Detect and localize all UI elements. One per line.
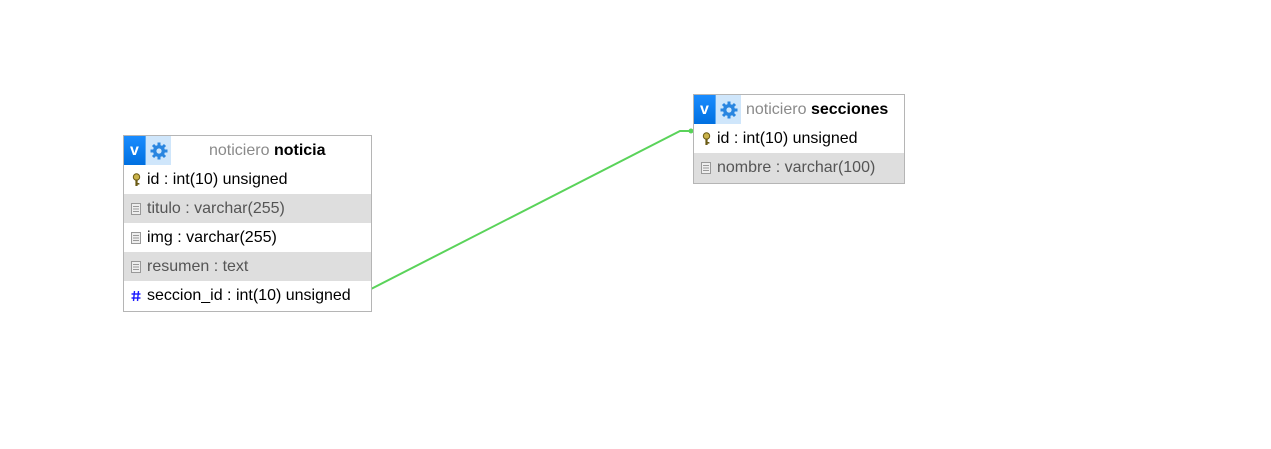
gear-icon[interactable] xyxy=(146,136,171,165)
gear-icon[interactable] xyxy=(716,95,741,124)
column-row[interactable]: seccion_id : int(10) unsigned xyxy=(124,281,371,311)
column-row[interactable]: id : int(10) unsigned xyxy=(124,165,371,194)
toggle-columns-button[interactable]: v xyxy=(694,95,716,124)
column-label: img : varchar(255) xyxy=(147,228,277,246)
table-title: noticiero noticia xyxy=(209,142,326,160)
relation-line[interactable] xyxy=(370,130,693,290)
column-icon xyxy=(130,260,142,274)
key-icon xyxy=(130,172,142,187)
table-secciones[interactable]: v noticiero secciones id : in xyxy=(693,94,905,184)
column-label: resumen : text xyxy=(147,257,249,275)
column-row[interactable]: nombre : varchar(100) xyxy=(694,153,904,183)
relation-endpoint xyxy=(688,128,694,134)
column-row[interactable]: img : varchar(255) xyxy=(124,223,371,252)
toggle-columns-button[interactable]: v xyxy=(124,136,146,165)
table-name: secciones xyxy=(810,100,889,118)
column-label: nombre : varchar(100) xyxy=(717,159,876,176)
column-label: titulo : varchar(255) xyxy=(147,199,285,217)
key-icon xyxy=(700,131,712,146)
database-name: noticiero xyxy=(209,141,270,159)
column-row[interactable]: resumen : text xyxy=(124,252,371,281)
table-noticia[interactable]: v noticiero noticia id : int( xyxy=(123,135,372,312)
column-row[interactable]: id : int(10) unsigned xyxy=(694,124,904,153)
column-row[interactable]: titulo : varchar(255) xyxy=(124,194,371,223)
column-icon xyxy=(130,202,142,216)
column-icon xyxy=(130,231,142,245)
column-icon xyxy=(700,161,712,175)
table-header[interactable]: v noticiero secciones xyxy=(694,95,904,124)
table-name: noticia xyxy=(273,141,326,159)
table-header[interactable]: v noticiero noticia xyxy=(124,136,371,165)
column-label: id : int(10) unsigned xyxy=(147,170,288,188)
database-name: noticiero xyxy=(746,100,807,118)
column-label: id : int(10) unsigned xyxy=(717,129,858,147)
column-label: seccion_id : int(10) unsigned xyxy=(147,287,351,304)
table-title: noticiero secciones xyxy=(746,101,888,119)
foreign-key-icon xyxy=(130,289,142,303)
